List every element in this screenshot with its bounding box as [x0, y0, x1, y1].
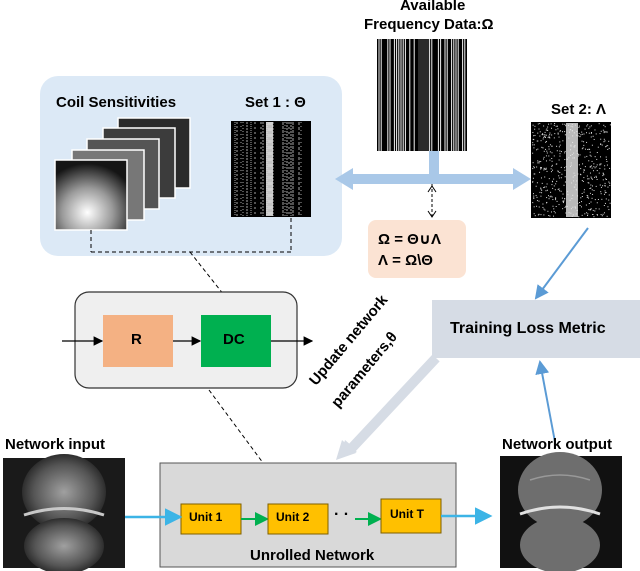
network-output-label: Network output — [502, 436, 612, 453]
training-loss-box — [432, 300, 640, 358]
available-label-line2: Frequency Data:Ω — [364, 16, 494, 33]
split-arrows — [335, 151, 531, 190]
unitT-block — [380, 498, 442, 534]
unit2-block — [267, 503, 329, 535]
training-loss-label: Training Loss Metric — [450, 320, 606, 337]
network-input-label: Network input — [5, 436, 105, 453]
update-params-arrow — [346, 354, 440, 454]
data-consistency-block — [201, 315, 271, 367]
output-to-loss-arrow — [535, 360, 556, 443]
regularizer-block — [103, 315, 173, 367]
data-consistency-label: DC — [223, 331, 245, 348]
regularizer-label: R — [131, 331, 142, 348]
coil-sensitivity-stack-icon — [54, 117, 191, 231]
unit1-label: Unit 1 — [189, 510, 223, 524]
knee-mri-image-icon — [3, 454, 125, 571]
ellipsis-label: · · — [334, 506, 350, 523]
dashed-to-dc — [90, 218, 292, 310]
unitT-label: Unit T — [390, 507, 424, 521]
equation-box — [368, 220, 466, 278]
set2-to-loss-arrow — [534, 227, 589, 300]
equation-line1: Ω = Θ∪Λ — [378, 231, 441, 248]
dashed-to-unit2 — [208, 389, 293, 503]
set2-label: Set 2: Λ — [551, 101, 607, 118]
equation-line2: Λ = Ω\Θ — [378, 252, 433, 269]
coil-sensitivities-label: Coil Sensitivities — [56, 94, 177, 111]
unit2-label: Unit 2 — [276, 510, 310, 524]
available-label-line1: Available — [400, 0, 466, 14]
unrolled-network-label: Unrolled Network — [250, 547, 375, 564]
set1-label: Set 1 : Θ — [245, 94, 306, 111]
knee-mri-output-icon — [500, 452, 622, 571]
